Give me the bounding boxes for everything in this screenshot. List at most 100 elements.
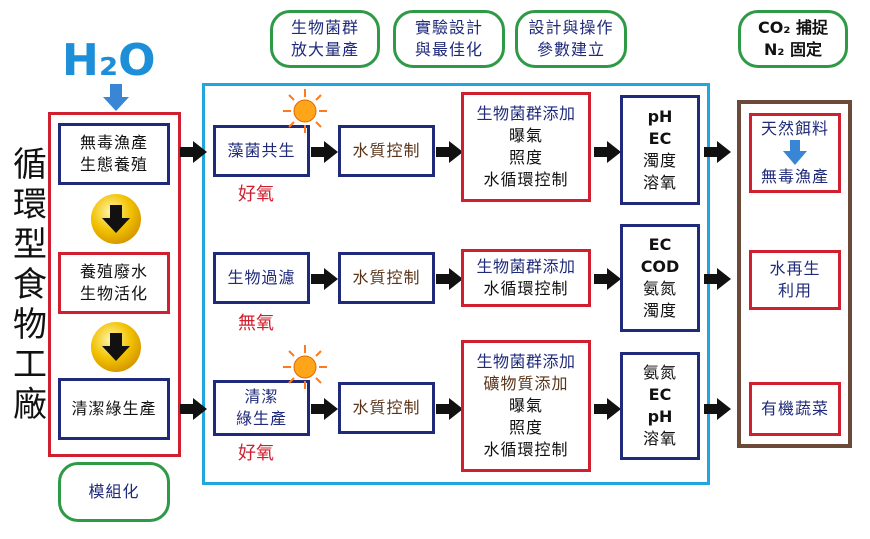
pill-line: 實驗設計: [414, 18, 483, 37]
right-arrow-icon: [436, 268, 463, 290]
pill-line: 生物菌群: [290, 18, 359, 37]
param-item: COD: [640, 257, 680, 276]
down-arrow-icon: [91, 322, 141, 372]
title-char: 環: [13, 185, 47, 225]
control-label: 水質控制: [352, 268, 421, 287]
stage-label: 生物過濾: [227, 268, 296, 287]
param-item: 氨氮: [642, 279, 677, 298]
outcome-line: 有機蔬菜: [760, 399, 829, 418]
outcome-box-vegetables: 有機蔬菜: [749, 382, 841, 436]
process-item: 曝氣: [508, 396, 543, 415]
process-box: 生物菌群添加 水循環控制: [461, 249, 591, 307]
outcome-box-feed: 天然餌料 無毒漁產: [749, 113, 841, 193]
pill-experiment-design: 實驗設計 與最佳化: [393, 10, 505, 68]
stage-box-biofilter: 生物過濾: [213, 252, 310, 304]
right-arrow-icon: [436, 398, 463, 420]
right-arrow-icon: [180, 141, 207, 163]
pill-parameter-setup: 設計與操作 參數建立: [515, 10, 627, 68]
stage-box-algae: 藻菌共生: [213, 125, 310, 177]
left-box-wastewater: 養殖廢水 生物活化: [58, 252, 170, 314]
outcome-line: 天然餌料: [760, 119, 829, 138]
param-item: EC: [648, 129, 672, 148]
control-label: 水質控制: [352, 398, 421, 417]
pill-line: 模組化: [88, 482, 140, 501]
process-item: 曝氣: [508, 126, 543, 145]
title-char: 廠: [13, 385, 47, 425]
outcome-line: 無毒漁產: [760, 167, 829, 186]
param-item: 氨氮: [642, 363, 677, 382]
pill-line: N₂ 固定: [764, 40, 822, 59]
vertical-title: 循 環 型 食 物 工 廠: [10, 145, 50, 425]
box-line: 無毒漁產: [79, 133, 148, 152]
condition-label: 無氧: [238, 313, 274, 334]
condition-label: 好氧: [238, 184, 274, 205]
title-char: 物: [13, 305, 47, 345]
process-item: 水循環控制: [483, 440, 569, 459]
params-box: pH EC 濁度 溶氧: [620, 95, 700, 205]
pill-modular: 模組化: [58, 462, 170, 522]
param-item: pH: [647, 107, 673, 126]
param-item: 溶氧: [642, 173, 677, 192]
condition-label: 好氧: [238, 443, 274, 464]
title-char: 型: [13, 225, 47, 265]
stage-box-clean: 清潔 綠生產: [213, 380, 310, 436]
param-item: 濁度: [642, 151, 677, 170]
pill-line: 參數建立: [536, 40, 605, 59]
process-item: 照度: [508, 148, 543, 167]
pill-line: CO₂ 捕捉: [758, 18, 828, 37]
left-box-clean-production: 清潔綠生產: [58, 378, 170, 440]
process-item: 生物菌群添加: [476, 104, 576, 123]
control-label: 水質控制: [352, 141, 421, 160]
param-item: 溶氧: [642, 429, 677, 448]
process-item: 水循環控制: [483, 170, 569, 189]
box-line: 生物活化: [79, 284, 148, 303]
box-line: 生態養殖: [79, 155, 148, 174]
stage-label: 清潔: [244, 387, 279, 406]
title-char: 工: [13, 345, 47, 385]
process-item: 礦物質添加: [483, 374, 569, 393]
right-arrow-icon: [704, 141, 731, 163]
param-item: 濁度: [642, 301, 677, 320]
pill-line: 放大量產: [290, 40, 359, 59]
sun-icon: [283, 89, 327, 133]
outcome-box-water: 水再生 利用: [749, 250, 841, 310]
control-box: 水質控制: [338, 382, 435, 434]
right-arrow-icon: [704, 268, 731, 290]
params-box: 氨氮 EC pH 溶氧: [620, 352, 700, 460]
param-item: pH: [647, 407, 673, 426]
down-arrow-icon: [91, 194, 141, 244]
box-line: 養殖廢水: [79, 262, 148, 281]
outcome-down-arrow-icon: [783, 140, 807, 165]
h2o-down-arrow-icon: [103, 84, 129, 111]
title-char: 循: [13, 145, 47, 185]
right-arrow-icon: [311, 268, 338, 290]
process-item: 照度: [508, 418, 543, 437]
param-item: EC: [648, 235, 672, 254]
right-arrow-icon: [594, 398, 621, 420]
left-box-aquaculture: 無毒漁產 生態養殖: [58, 123, 170, 185]
process-box: 生物菌群添加 礦物質添加 曝氣 照度 水循環控制: [461, 340, 591, 472]
left-module-frame: [48, 112, 181, 457]
right-arrow-icon: [594, 268, 621, 290]
outcome-frame: [737, 100, 852, 448]
title-char: 食: [13, 265, 47, 305]
control-box: 水質控制: [338, 125, 435, 177]
param-item: EC: [648, 385, 672, 404]
process-box: 生物菌群添加 曝氣 照度 水循環控制: [461, 92, 591, 202]
right-arrow-icon: [594, 141, 621, 163]
params-box: EC COD 氨氮 濁度: [620, 224, 700, 332]
outcome-line: 水再生: [769, 259, 821, 278]
pill-co2-n2: CO₂ 捕捉 N₂ 固定: [738, 10, 848, 68]
outcome-line: 利用: [777, 281, 812, 300]
process-item: 生物菌群添加: [476, 352, 576, 371]
box-line: 清潔綠生產: [71, 399, 157, 418]
pill-line: 與最佳化: [414, 40, 483, 59]
pill-line: 設計與操作: [528, 18, 614, 37]
right-arrow-icon: [311, 398, 338, 420]
sun-icon: [283, 345, 327, 389]
process-item: 生物菌群添加: [476, 257, 576, 276]
right-arrow-icon: [704, 398, 731, 420]
pill-scale-up: 生物菌群 放大量產: [270, 10, 380, 68]
right-arrow-icon: [311, 141, 338, 163]
h2o-label: H₂O: [62, 35, 156, 86]
